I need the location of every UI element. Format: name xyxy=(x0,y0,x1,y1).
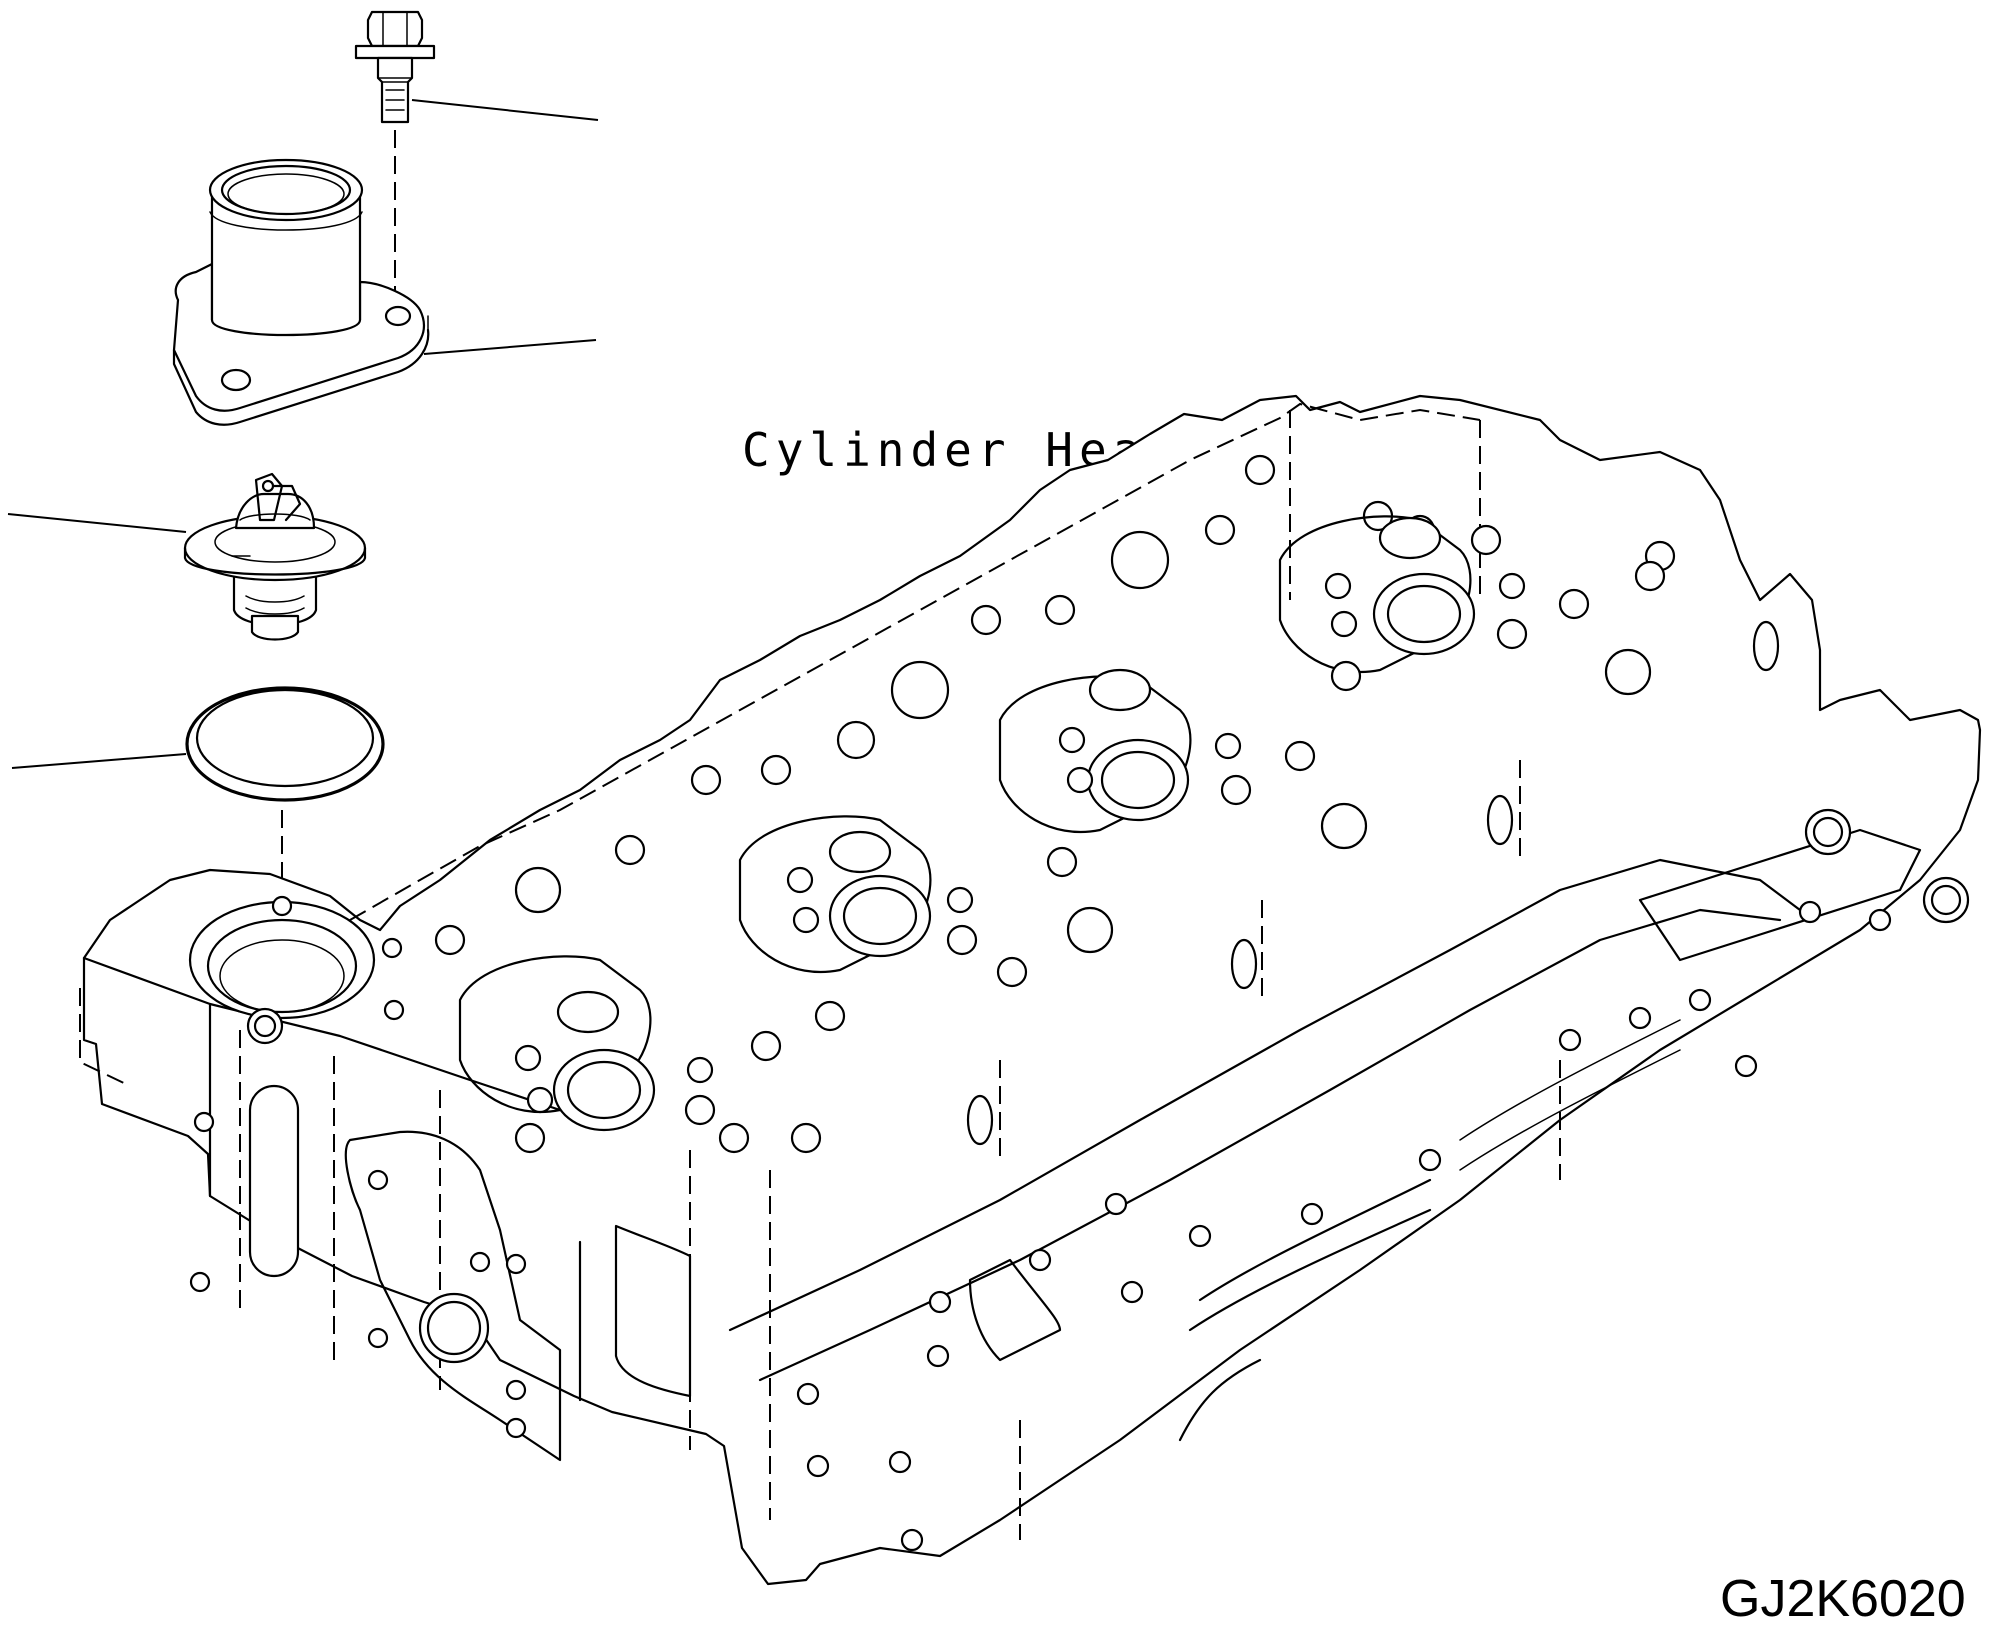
cylinder-3 xyxy=(998,668,1368,878)
cylinder-1 xyxy=(458,955,822,1154)
cylinder-4 xyxy=(1278,515,1652,696)
housing-leader-line xyxy=(423,339,597,355)
bolt-leader-line xyxy=(411,99,599,121)
cylinder-2 xyxy=(738,815,1114,1032)
cylinder-head-icon xyxy=(79,394,1982,1586)
o-ring-icon xyxy=(185,686,385,890)
o-ring-leader-line xyxy=(11,753,187,769)
bolt-icon xyxy=(354,10,436,300)
thermostat-leader-line xyxy=(7,513,187,533)
thermostat-housing-icon xyxy=(172,158,430,426)
figure-code: GJ2K6020 xyxy=(1720,1570,1966,1625)
thermostat-icon xyxy=(183,472,367,641)
top-bosses xyxy=(434,454,1676,956)
